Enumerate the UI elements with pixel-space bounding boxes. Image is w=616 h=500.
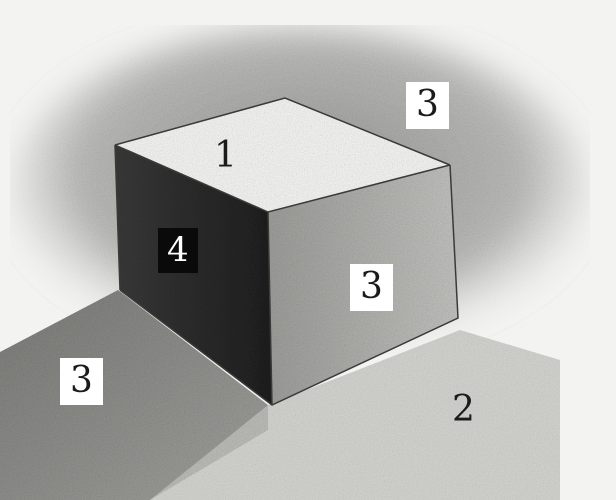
label-cast-shadow: 3 <box>60 358 103 405</box>
left-face <box>115 145 272 405</box>
cube-edges <box>114 97 459 406</box>
label-floor: 2 <box>452 389 475 430</box>
cast-shadow <box>0 290 268 500</box>
label-right-face: 3 <box>350 264 393 311</box>
label-top-face: 1 <box>214 135 237 176</box>
top-face <box>115 98 450 212</box>
label-background-corner: 3 <box>406 82 449 129</box>
label-left-face: 4 <box>158 228 198 273</box>
floor-plane <box>150 330 560 500</box>
